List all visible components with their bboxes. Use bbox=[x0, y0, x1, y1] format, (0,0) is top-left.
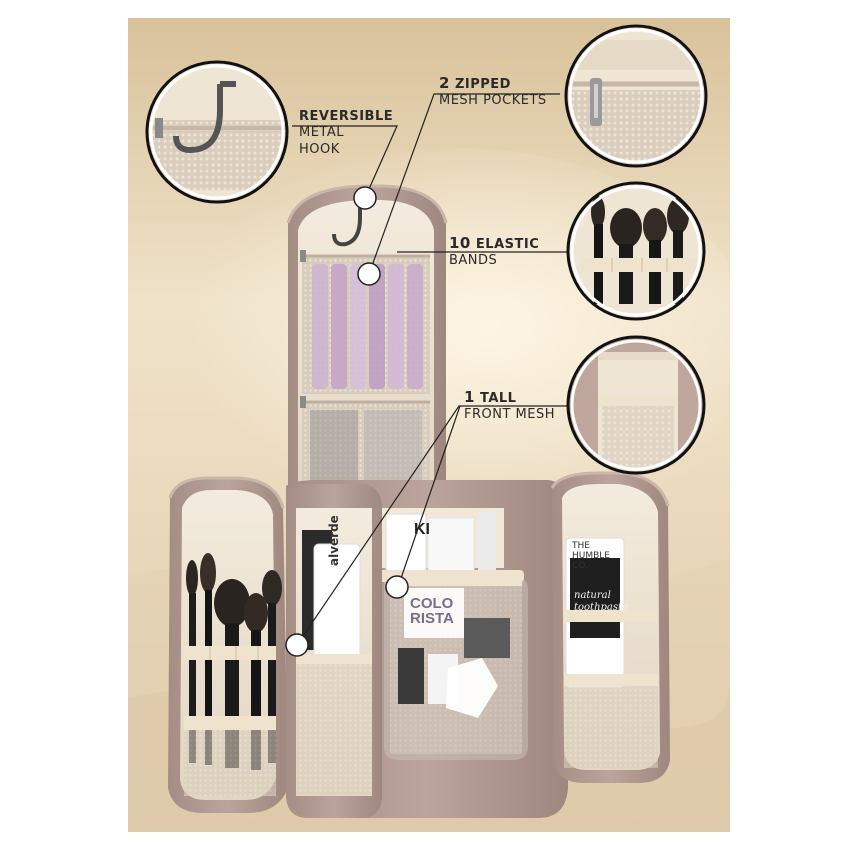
callout-zipped-mesh: 2 ZIPPED MESH POCKETS bbox=[439, 74, 547, 110]
callout-bands-number: 10 bbox=[449, 234, 471, 252]
callout-mesh-bold: ZIPPED bbox=[454, 77, 511, 92]
colorista-label: COLO RISTA bbox=[410, 596, 454, 626]
product-photo bbox=[128, 18, 730, 832]
callout-front-title: 1 TALL bbox=[464, 388, 555, 407]
toothpaste-label: THE HUMBLE CO. bbox=[572, 541, 610, 572]
toothpaste-brand-3: CO. bbox=[572, 560, 588, 571]
callout-mesh-number: 2 bbox=[439, 74, 450, 92]
toothpaste-brand-2: HUMBLE bbox=[572, 550, 610, 561]
callout-hook-line-2: HOOK bbox=[299, 141, 340, 157]
callout-elastic-bands: 10 ELASTIC BANDS bbox=[449, 234, 539, 270]
colorista-line-2: RISTA bbox=[410, 610, 454, 627]
callout-front-mesh: 1 TALL FRONT MESH bbox=[464, 388, 555, 424]
callout-hook-title: REVERSIBLE bbox=[299, 109, 394, 124]
kiko-label: KI bbox=[414, 521, 430, 538]
callout-bands-title: 10 ELASTIC bbox=[449, 234, 539, 253]
callout-reversible-hook: REVERSIBLE METAL HOOK bbox=[299, 109, 393, 158]
callout-bands-text: BANDS bbox=[449, 253, 498, 269]
toothpaste-name-1: natural bbox=[574, 590, 611, 601]
toothpaste-name-2: toothpaste bbox=[574, 601, 628, 613]
callout-mesh-title: 2 ZIPPED bbox=[439, 74, 547, 93]
callout-mesh-text: MESH POCKETS bbox=[439, 93, 547, 109]
alverde-label: alverde bbox=[327, 515, 341, 566]
callout-hook-line-1: METAL bbox=[299, 125, 344, 141]
callout-front-text: FRONT MESH bbox=[464, 407, 555, 423]
callout-front-bold: TALL bbox=[479, 391, 517, 406]
callout-front-number: 1 bbox=[464, 388, 475, 406]
toothpaste-name: natural toothpaste bbox=[574, 590, 628, 613]
toothpaste-brand-1: THE bbox=[572, 541, 590, 551]
callout-bands-bold: ELASTIC bbox=[475, 237, 540, 252]
